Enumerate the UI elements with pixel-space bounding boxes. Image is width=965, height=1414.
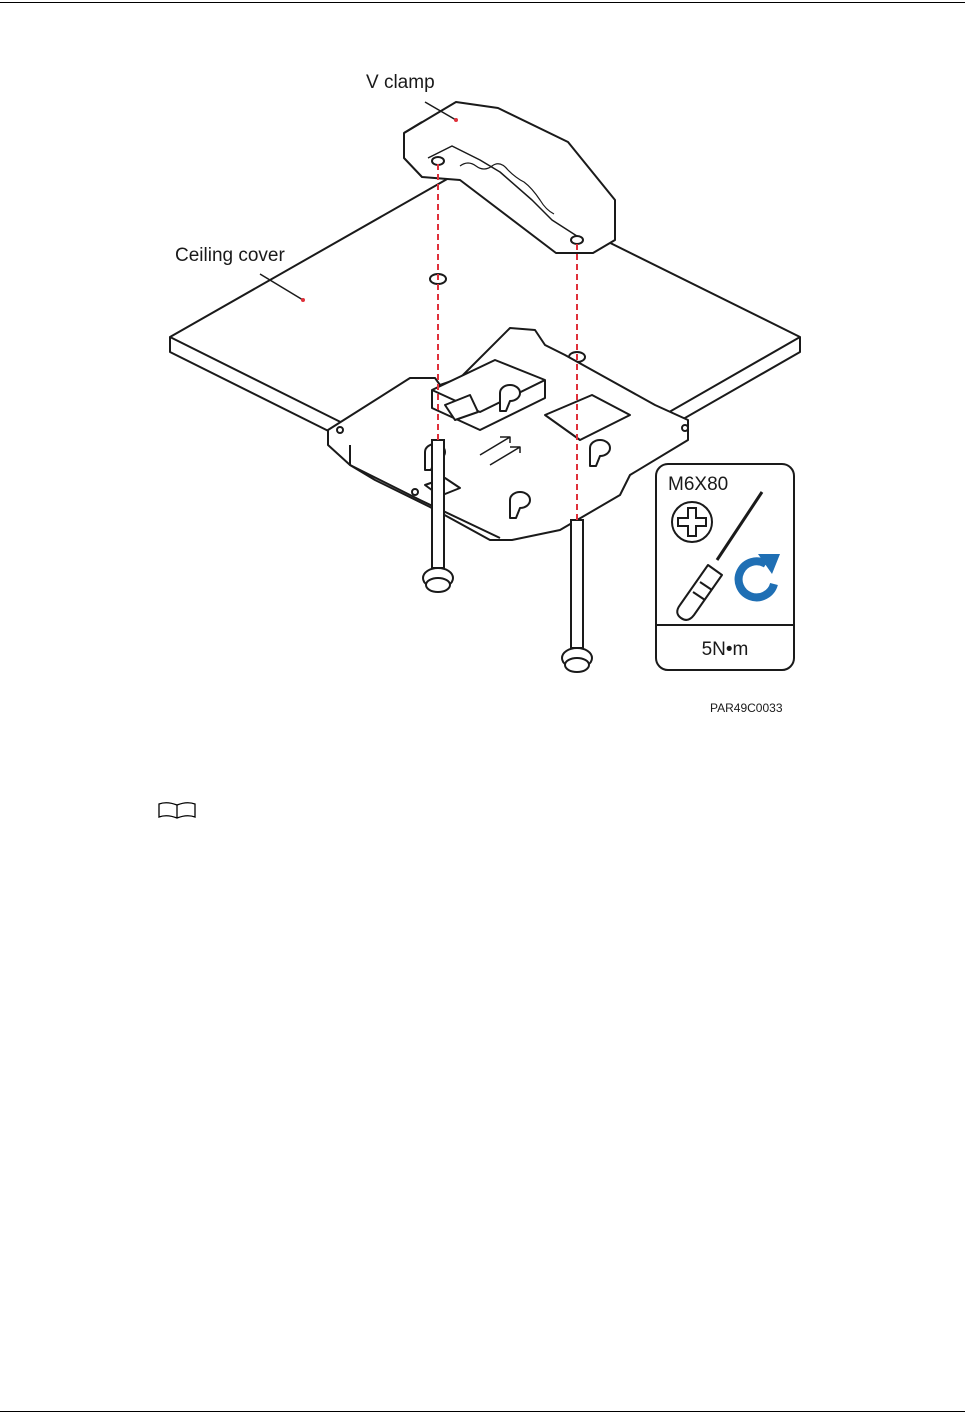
- book-icon: [157, 801, 197, 824]
- tool-panel: M6X80 5N•m: [656, 464, 794, 670]
- torque-label: 5N•m: [702, 639, 749, 660]
- phillips-head-icon: [672, 502, 712, 542]
- screw-spec-label: M6X80: [668, 474, 728, 495]
- screw: [562, 520, 592, 672]
- footer-rule: [0, 1411, 965, 1412]
- header-rule: [0, 2, 965, 3]
- ceiling-cover-label: Ceiling cover: [175, 245, 285, 266]
- figure-id: PAR49C0033: [710, 701, 783, 715]
- v-clamp-label: V clamp: [366, 72, 435, 93]
- installation-figure: V clamp Ceiling cover M6X80: [160, 60, 810, 725]
